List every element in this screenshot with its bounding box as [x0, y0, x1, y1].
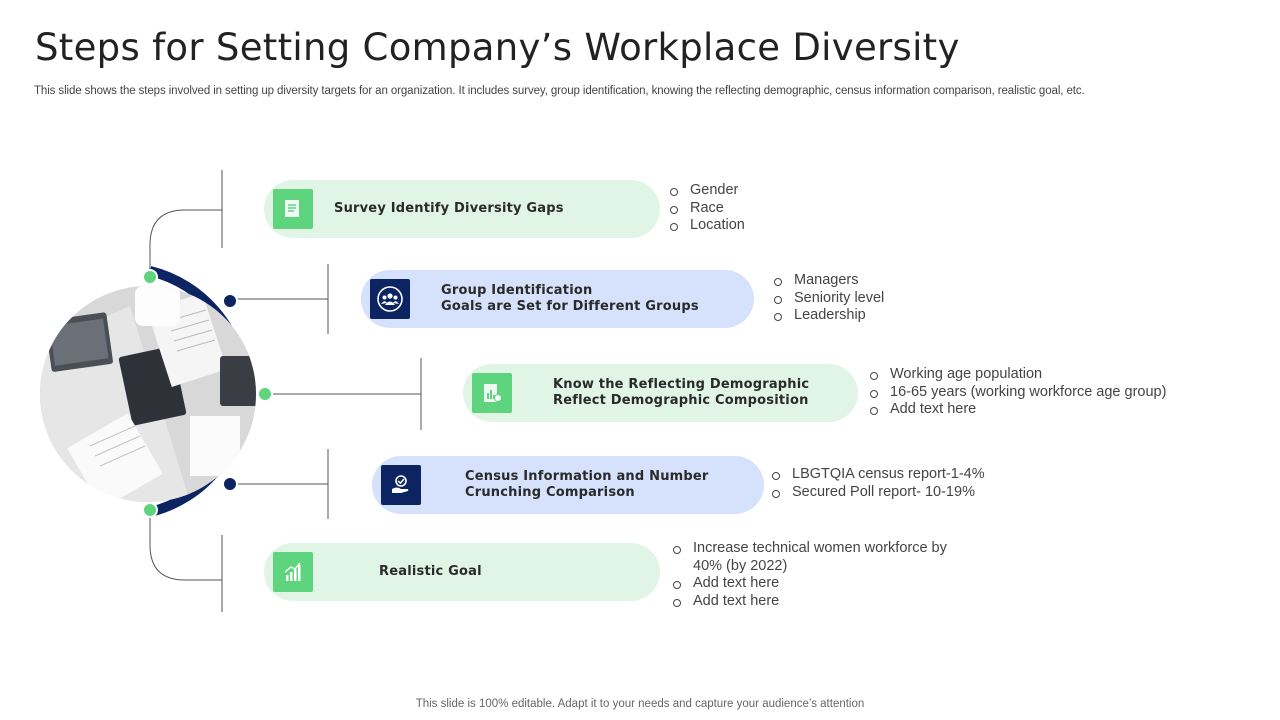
connector-step-1	[149, 209, 222, 271]
bullet-item: LBGTQIA census report-1-4%	[772, 466, 985, 484]
ring-dot-1	[142, 269, 158, 285]
step-5-bullets: Increase technical women workforce by 40…	[673, 540, 963, 610]
bullet-item: Increase technical women workforce by 40…	[673, 540, 963, 575]
ring-dot-4	[222, 476, 238, 492]
step-2-bullets: Managers Seniority level Leadership	[774, 272, 884, 325]
goal-bar-chart-icon	[273, 552, 313, 592]
bullet-item: Add text here	[673, 593, 963, 611]
ring-dot-2	[222, 293, 238, 309]
bullet-item: Gender	[670, 182, 745, 200]
step-2-label: Group Identification Goals are Set for D…	[441, 283, 699, 314]
bullet-item: Leadership	[774, 307, 884, 325]
survey-document-icon	[273, 189, 313, 229]
step-5-pill: Realistic Goal	[264, 543, 660, 601]
demographic-chart-icon	[472, 373, 512, 413]
bullet-item: 16-65 years (working workforce age group…	[870, 384, 1166, 402]
step-3-bullets: Working age population 16-65 years (work…	[870, 366, 1166, 419]
slide-subtitle: This slide shows the steps involved in s…	[34, 85, 1085, 97]
bullet-item: Secured Poll report- 10-19%	[772, 484, 985, 502]
census-hand-icon	[381, 465, 421, 505]
bullet-item: Add text here	[870, 401, 1166, 419]
step-4-bullets: LBGTQIA census report-1-4% Secured Poll …	[772, 466, 985, 501]
step-4-pill: Census Information and Number Crunching …	[372, 456, 764, 514]
connector-step-5	[149, 512, 222, 581]
ring-dot-3	[257, 386, 273, 402]
step-3-pill: Know the Reflecting Demographic Reflect …	[463, 364, 858, 422]
bullet-item: Seniority level	[774, 290, 884, 308]
ring-dot-5	[142, 502, 158, 518]
slide-title: Steps for Setting Company’s Workplace Di…	[35, 26, 960, 69]
bullet-item: Add text here	[673, 575, 963, 593]
bullet-item: Managers	[774, 272, 884, 290]
step-5-label: Realistic Goal	[379, 564, 482, 579]
step-3-label: Know the Reflecting Demographic Reflect …	[553, 377, 810, 408]
bullet-item: Race	[670, 200, 745, 218]
step-1-pill: Survey Identify Diversity Gaps	[264, 180, 660, 238]
step-1-label: Survey Identify Diversity Gaps	[334, 201, 564, 216]
step-4-label: Census Information and Number Crunching …	[465, 469, 709, 500]
step-2-pill: Group Identification Goals are Set for D…	[361, 270, 754, 328]
step-1-bullets: Gender Race Location	[670, 182, 745, 235]
bullet-item: Working age population	[870, 366, 1166, 384]
slide-footer: This slide is 100% editable. Adapt it to…	[415, 698, 865, 710]
group-people-icon	[370, 279, 410, 319]
desk-photo	[40, 286, 256, 502]
bullet-item: Location	[670, 217, 745, 235]
